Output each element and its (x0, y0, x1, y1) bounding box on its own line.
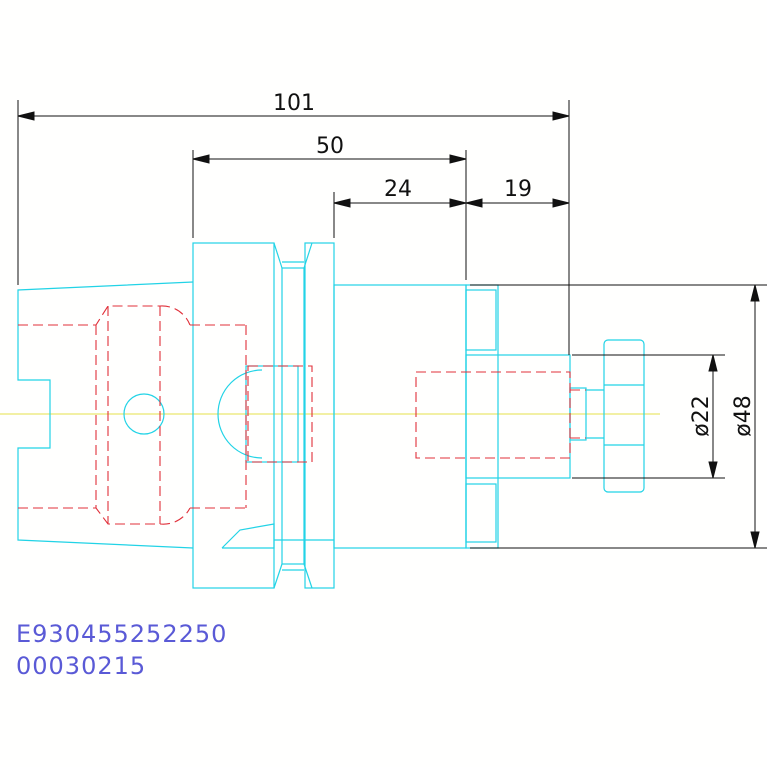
part-code-secondary: 00030215 (16, 652, 147, 680)
dim-pilot-diameter: ø22 (689, 395, 714, 436)
dim-flange-to-face: 24 (384, 177, 412, 202)
hidden-lines (18, 305, 586, 525)
dim-pilot-length: 19 (504, 177, 532, 202)
part-outline (17, 242, 645, 589)
dimension-lines (17, 100, 767, 549)
dim-face-diameter: ø48 (731, 395, 756, 436)
part-code: E930455252250 (16, 620, 228, 648)
dim-body-length: 50 (316, 134, 344, 159)
dim-overall-length: 101 (273, 91, 315, 116)
